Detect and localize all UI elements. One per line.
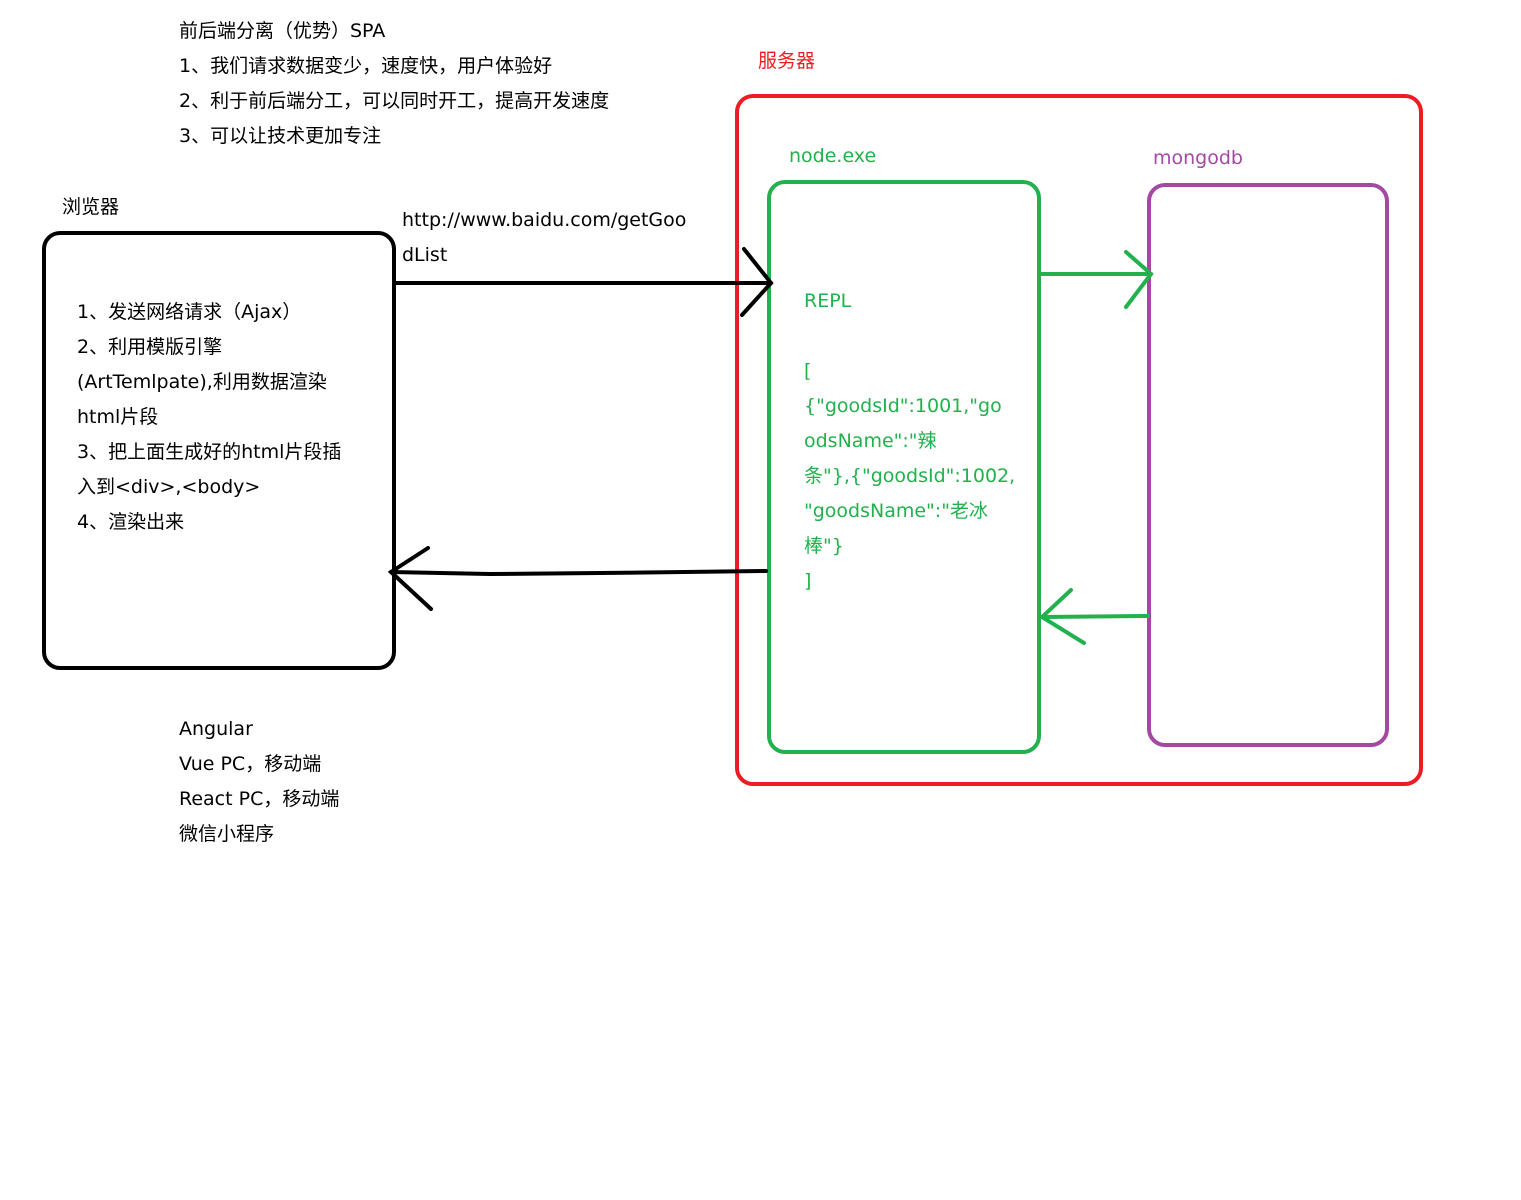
json-line: [	[804, 360, 812, 382]
frameworks-list: Angular Vue PC，移动端 React PC，移动端 微信小程序	[179, 712, 339, 852]
result-arrow	[1038, 588, 1150, 645]
browser-step: 入到<div>,<body>	[77, 476, 261, 498]
json-response: [ {"goodsId":1001,"go odsName":"辣 条"},{"…	[804, 354, 1015, 599]
browser-step: (ArtTemlpate),利用数据渲染	[77, 371, 327, 393]
framework-item: React PC，移动端	[179, 788, 340, 810]
server-label: 服务器	[758, 50, 816, 72]
query-arrow	[1039, 250, 1154, 309]
browser-label: 浏览器	[62, 196, 120, 218]
json-line: {"goodsId":1001,"go	[804, 395, 1002, 417]
framework-item: 微信小程序	[179, 823, 275, 845]
server-box	[735, 94, 1423, 786]
framework-item: Angular	[179, 718, 253, 740]
mongodb-box	[1147, 183, 1389, 747]
mongodb-label: mongodb	[1153, 147, 1243, 169]
repl-label: REPL	[804, 290, 852, 312]
response-arrow	[387, 546, 768, 611]
json-line: "goodsName":"老冰	[804, 500, 988, 522]
json-line: 条"},{"goodsId":1002,	[804, 465, 1016, 487]
request-url-line: dList	[402, 244, 448, 266]
intro-line: 1、我们请求数据变少，速度快，用户体验好	[179, 55, 553, 77]
browser-step: 3、把上面生成好的html片段插	[77, 441, 342, 463]
json-line: 棒"}	[804, 535, 844, 557]
intro-line: 前后端分离（优势）SPA	[179, 20, 386, 42]
browser-step: 1、发送网络请求（Ajax）	[77, 301, 302, 323]
json-line: ]	[804, 570, 812, 592]
request-arrow	[394, 247, 774, 317]
intro-line: 3、可以让技术更加专注	[179, 125, 382, 147]
node-label: node.exe	[789, 145, 877, 167]
request-url: http://www.baidu.com/getGoo dList	[402, 203, 686, 273]
browser-step: 4、渲染出来	[77, 511, 185, 533]
browser-box	[42, 231, 396, 670]
intro-line: 2、利于前后端分工，可以同时开工，提高开发速度	[179, 90, 610, 112]
intro-notes: 前后端分离（优势）SPA 1、我们请求数据变少，速度快，用户体验好 2、利于前后…	[179, 14, 609, 154]
request-url-line: http://www.baidu.com/getGoo	[402, 209, 687, 231]
browser-step: 2、利用模版引擎	[77, 336, 223, 358]
node-box	[767, 180, 1041, 754]
framework-item: Vue PC，移动端	[179, 753, 322, 775]
browser-step: html片段	[77, 406, 159, 428]
json-line: odsName":"辣	[804, 430, 937, 452]
browser-steps: 1、发送网络请求（Ajax） 2、利用模版引擎 (ArtTemlpate),利用…	[77, 295, 341, 540]
